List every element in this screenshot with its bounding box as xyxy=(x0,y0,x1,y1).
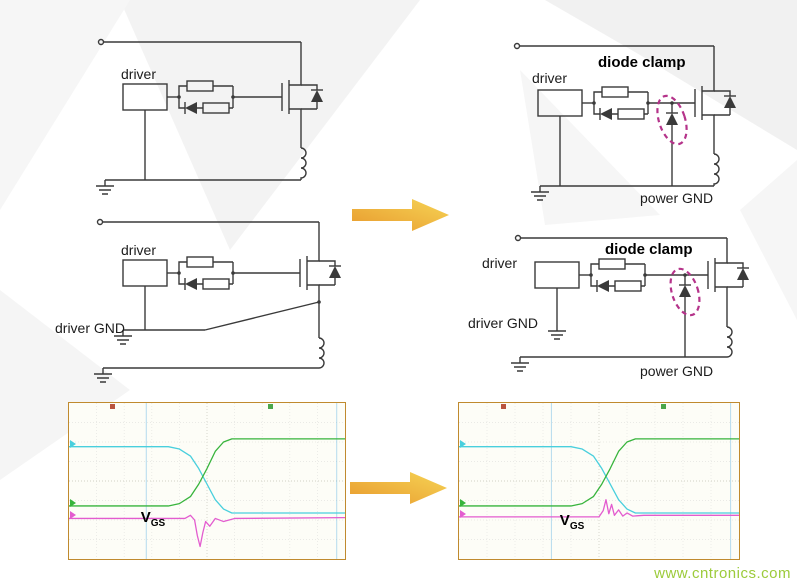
gate-resistor-2 xyxy=(202,102,230,114)
inductor-icon xyxy=(300,147,307,180)
terminal-dot xyxy=(97,38,105,46)
vgs-annotation: VGS xyxy=(560,512,584,532)
transform-arrow-bottom xyxy=(350,472,447,504)
channel-marker-icon xyxy=(70,439,76,448)
schematic-drawing xyxy=(94,218,341,383)
vgs-text: V xyxy=(140,509,151,527)
scope-trace-green xyxy=(69,439,345,506)
inductor-icon xyxy=(726,326,733,358)
driver-gnd-label: driver GND xyxy=(468,315,539,331)
driver-ground-icon xyxy=(114,330,132,345)
gate-resistor xyxy=(186,80,214,92)
vgs-subscript: GS xyxy=(150,518,166,530)
driver-label: driver xyxy=(532,70,568,86)
circuit-common-ground-with-clamp: driver diode clamp power GND xyxy=(480,28,780,218)
schematic-drawing xyxy=(96,38,323,195)
vgs-subscript: GS xyxy=(569,521,585,533)
channel-marker-icon xyxy=(460,439,466,448)
power-gnd-label: power GND xyxy=(640,363,714,379)
gate-resistor xyxy=(601,86,629,98)
diode-clamp-label: diode clamp xyxy=(605,241,693,258)
driver-ground-icon xyxy=(548,325,566,340)
gate-resistor-2 xyxy=(617,108,645,120)
terminal-dot xyxy=(514,234,522,242)
channel-marker-icon xyxy=(460,509,466,518)
clamp-highlight-ellipse xyxy=(669,267,701,317)
terminal-dot xyxy=(513,42,521,50)
clamp-diode-icon xyxy=(666,113,678,125)
driver-label: driver xyxy=(121,66,157,82)
scope-trace-cyan xyxy=(459,447,739,513)
scope-trace-cyan xyxy=(69,447,345,513)
oscilloscope-after: VGS xyxy=(458,402,740,560)
trigger-marker-icon xyxy=(110,404,116,409)
gate-diode-icon xyxy=(185,278,197,290)
gate-resistor xyxy=(598,258,626,270)
scope-trace-magenta xyxy=(69,515,345,546)
schematic-drawing xyxy=(511,234,749,372)
gate-diode-icon xyxy=(597,280,609,292)
vgs-text: V xyxy=(559,512,570,530)
vgs-annotation: VGS xyxy=(141,509,165,529)
ground-icon xyxy=(511,357,529,372)
oscilloscope-before: VGS xyxy=(68,402,346,560)
ground-icon xyxy=(531,186,549,201)
circuit-separate-driver-gnd-with-clamp: driver diode clamp driver GND power GND xyxy=(460,225,780,405)
terminal-dot xyxy=(96,218,104,226)
trigger-marker-icon xyxy=(267,404,273,409)
driver-box xyxy=(122,83,168,111)
driver-gnd-label: driver GND xyxy=(55,320,126,336)
oscilloscope-screen xyxy=(69,403,345,559)
gate-resistor xyxy=(186,256,214,268)
gate-diode-icon xyxy=(185,102,197,114)
gate-resistor-2 xyxy=(614,280,642,292)
power-gnd-label: power GND xyxy=(640,190,714,206)
driver-box xyxy=(537,89,583,117)
oscilloscope-screen xyxy=(459,403,739,559)
body-diode-icon xyxy=(737,268,749,280)
trigger-marker-icon xyxy=(501,404,506,409)
body-diode-icon xyxy=(724,96,736,108)
driver-box xyxy=(122,259,168,287)
scope-trace-green xyxy=(459,439,739,506)
channel-marker-icon xyxy=(460,498,466,507)
diode-clamp-label: diode clamp xyxy=(598,54,686,71)
inductor-icon xyxy=(318,337,325,369)
driver-label: driver xyxy=(482,255,518,271)
driver-label: driver xyxy=(121,242,157,258)
body-diode-icon xyxy=(329,266,341,278)
watermark: www.cntronics.com xyxy=(654,565,791,582)
transform-arrow-top xyxy=(352,199,449,231)
schematic-drawing xyxy=(513,42,736,201)
scope-trace-magenta xyxy=(459,500,739,517)
body-diode-icon xyxy=(311,90,323,102)
ground-icon xyxy=(94,368,112,383)
driver-box xyxy=(534,261,580,289)
ground-icon xyxy=(96,180,114,195)
clamp-diode-icon xyxy=(679,285,691,297)
inductor-icon xyxy=(713,153,720,186)
circuit-common-ground-before: driver xyxy=(85,22,335,207)
channel-marker-icon xyxy=(70,511,76,520)
clamp-highlight-ellipse xyxy=(656,94,688,146)
gate-diode-icon xyxy=(600,108,612,120)
circuit-separate-driver-gnd-before: driver driver GND xyxy=(55,208,345,398)
trigger-marker-icon xyxy=(660,404,666,409)
gate-resistor-2 xyxy=(202,278,230,290)
channel-marker-icon xyxy=(70,498,76,507)
